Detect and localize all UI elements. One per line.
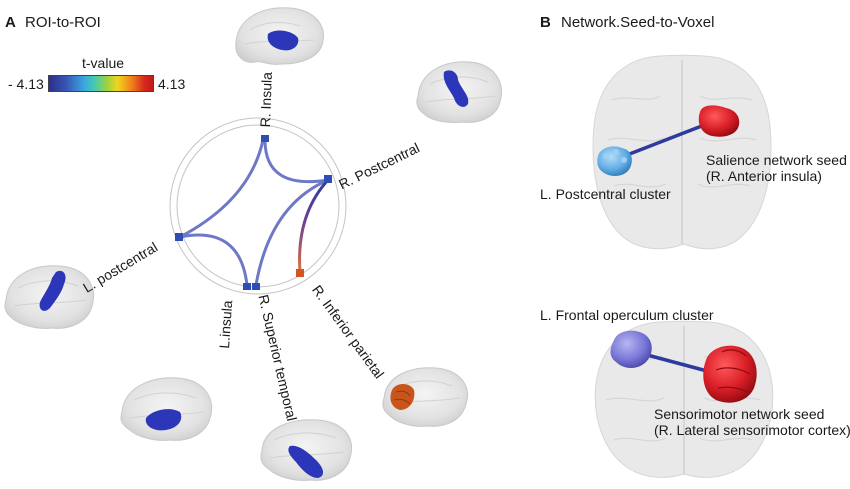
panel-b-title: Network.Seed-to-Voxel xyxy=(561,14,715,31)
brain-thumbnail-l-postcentral xyxy=(4,265,94,329)
label-r-insula: R. Insula xyxy=(257,71,275,128)
colorbar-gradient xyxy=(48,75,154,92)
brain-thumbnail-r-superior-temporal xyxy=(260,419,352,481)
label-sensorimotor-seed-line2: (R. Lateral sensorimotor cortex) xyxy=(654,422,850,438)
connections xyxy=(178,138,330,287)
edge-r-insula-r-postcentral xyxy=(263,138,330,184)
salience-network-seed-blob xyxy=(698,105,740,137)
node-r-insula xyxy=(261,135,269,142)
label-sensorimotor-seed-line1: Sensorimotor network seed xyxy=(654,406,825,422)
frontal-operculum-cluster-blob xyxy=(610,330,652,368)
panel-a-letter: A xyxy=(5,14,16,31)
label-postcentral-cluster: L. Postcentral cluster xyxy=(540,186,671,202)
node-r-inferior-parietal xyxy=(296,269,304,277)
edge-l-postcentral-l-insula xyxy=(178,233,249,287)
brain-thumbnail-r-postcentral xyxy=(416,61,502,123)
panel-b-letter: B xyxy=(540,14,551,31)
edge-r-insula-l-postcentral xyxy=(178,138,265,239)
colorbar-min-label: - 4.13 xyxy=(8,76,44,92)
roi-nodes xyxy=(175,135,332,290)
edge-r-postcentral-r-inferior-parietal xyxy=(298,178,330,274)
colorbar-title: t-value xyxy=(82,55,125,71)
node-l-postcentral xyxy=(175,233,183,241)
sensorimotor-network-seed-blob xyxy=(703,345,757,403)
label-frontal-operculum-cluster: L. Frontal operculum cluster xyxy=(540,307,714,323)
colorbar-max-label: 4.13 xyxy=(158,76,186,92)
brain-thumbnail-l-insula xyxy=(120,377,212,441)
node-r-postcentral xyxy=(324,175,332,183)
label-salience-seed-line1: Salience network seed xyxy=(706,152,847,168)
label-l-insula: L.insula xyxy=(216,299,236,350)
connection-salience-to-postcentral xyxy=(613,120,713,162)
panel-a-title: ROI-to-ROI xyxy=(25,14,101,31)
brain-thumbnail-r-insula xyxy=(235,7,324,65)
brain-thumbnail-r-inferior-parietal xyxy=(382,367,468,427)
axial-brain-top xyxy=(592,54,772,250)
edge-r-postcentral-r-superior-temporal xyxy=(254,178,330,287)
label-salience-seed-line2: (R. Anterior insula) xyxy=(706,168,822,184)
node-l-insula xyxy=(243,283,251,290)
postcentral-cluster-blob xyxy=(597,146,632,176)
connectome-ring xyxy=(169,117,347,295)
node-r-superior-temporal xyxy=(252,283,260,290)
